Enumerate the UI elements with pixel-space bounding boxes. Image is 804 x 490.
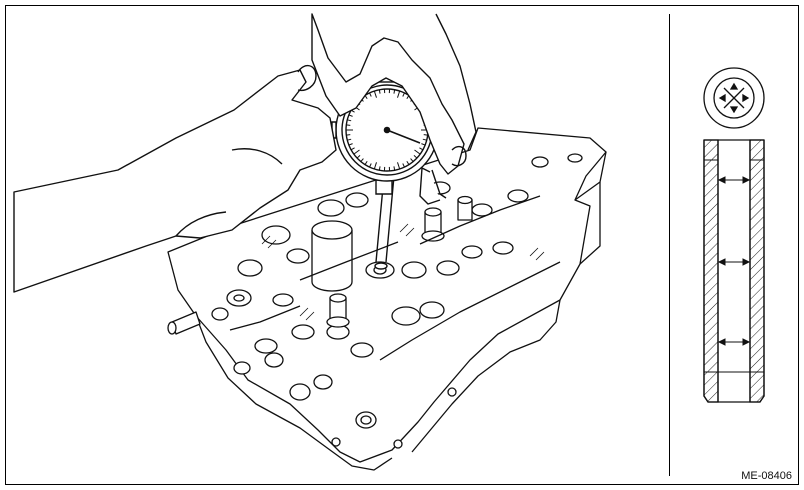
dial-tick bbox=[406, 160, 410, 165]
bore-top-view bbox=[703, 67, 765, 129]
dial-tick bbox=[402, 92, 405, 97]
dial-tick bbox=[423, 134, 428, 136]
dial-tick bbox=[378, 166, 381, 171]
cylinder-head bbox=[167, 127, 607, 471]
dial-tick bbox=[356, 154, 361, 159]
dial-tick bbox=[397, 162, 401, 170]
figure-code: ME-08406 bbox=[741, 470, 792, 482]
dial-tick bbox=[373, 90, 377, 98]
dial-tick bbox=[347, 119, 352, 122]
dial-tick bbox=[350, 147, 355, 151]
dial-tick bbox=[422, 138, 427, 141]
dial-tick bbox=[419, 147, 424, 151]
dial-tick bbox=[410, 158, 414, 162]
hand-right bbox=[311, 13, 477, 205]
dial-tick bbox=[393, 166, 396, 171]
hand-left bbox=[13, 65, 337, 293]
dial-tick bbox=[378, 89, 381, 94]
dial-tick bbox=[348, 114, 353, 117]
dial-tick bbox=[353, 149, 360, 155]
dial-tick bbox=[393, 89, 396, 94]
dial-tick bbox=[364, 160, 368, 165]
dial-tick bbox=[360, 158, 364, 162]
dial-tick bbox=[413, 154, 418, 159]
dial-tick bbox=[347, 138, 352, 141]
dial-tick bbox=[421, 143, 426, 146]
dial-tick bbox=[402, 163, 405, 168]
valve-guide-section bbox=[703, 139, 765, 403]
dial-tick bbox=[414, 149, 421, 155]
dial-tick bbox=[346, 134, 351, 136]
measurement-arrows bbox=[717, 176, 751, 346]
dial-tick bbox=[373, 162, 377, 170]
dial-tick bbox=[348, 143, 353, 146]
dial-tick bbox=[369, 92, 372, 97]
dial-tick bbox=[369, 163, 372, 168]
dial-tick bbox=[346, 124, 351, 126]
figure-border bbox=[5, 5, 799, 485]
dial-tick bbox=[397, 90, 401, 98]
dial-needle bbox=[383, 126, 421, 144]
